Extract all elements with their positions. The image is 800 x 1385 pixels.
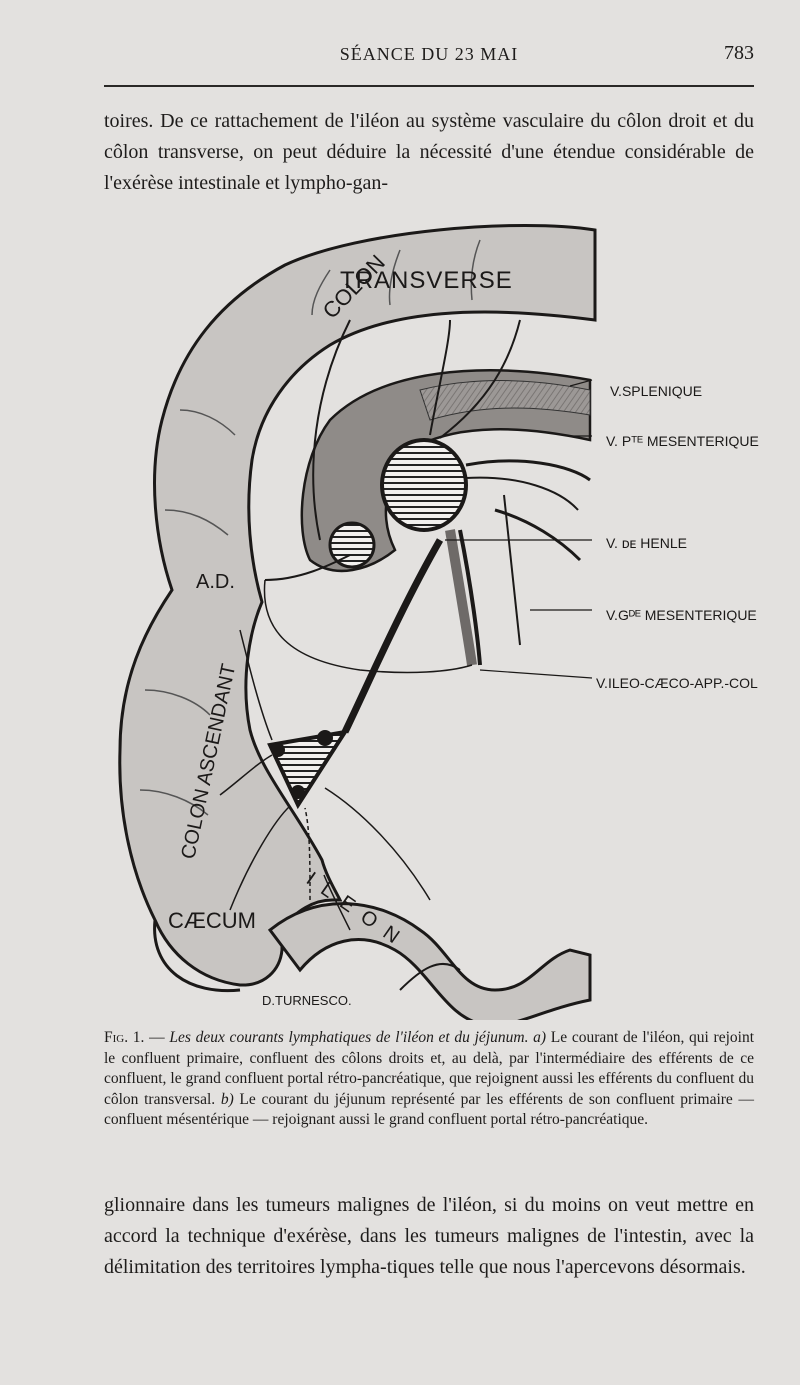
secondary-node: [328, 521, 376, 569]
caption-fig-label: Fig. 1.: [104, 1029, 145, 1046]
caption-a-marker: a): [533, 1029, 547, 1046]
portal-confluent: [380, 438, 468, 532]
colon-shape: [118, 224, 597, 987]
label-caecum: CÆCUM: [168, 908, 256, 933]
figure-caption: Fig. 1. — Les deux courants lymphatiques…: [104, 1028, 754, 1131]
caption-title: Les deux courants lymphatiques de l'iléo…: [169, 1029, 529, 1046]
page-number: 783: [724, 42, 754, 64]
caption-text-a: Le courant de l'iléon, qui rejoint le co…: [104, 1029, 755, 1108]
caption-b-marker: b): [220, 1090, 234, 1108]
label-v-pte-mesenterique: V. Pᵀᴱ MESENTERIQUE: [606, 433, 759, 449]
running-header: SÉANCE DU 23 MAI 783: [104, 40, 754, 72]
figure-illustration: COLON TRANSVERSE COLON ASCENDANT A.D. CÆ…: [118, 224, 759, 1020]
label-v-gde-mesenterique: V.Gᴰᴱ MESENTERIQUE: [606, 607, 757, 623]
primary-confluent: [267, 729, 350, 810]
caption-dash: —: [144, 1029, 170, 1046]
anatomical-figure: COLON TRANSVERSE COLON ASCENDANT A.D. CÆ…: [100, 210, 780, 1020]
label-transverse: TRANSVERSE: [340, 267, 513, 294]
label-v-ileo: V.ILEO-CÆCO-APP.-COL: [596, 675, 758, 691]
top-paragraph: toires. De ce rattachement de l'iléon au…: [104, 110, 754, 194]
caption-text-b: Le courant du jéjunum représenté par les…: [104, 1090, 754, 1129]
label-v-splenique: V.SPLENIQUE: [610, 383, 702, 399]
label-ad: A.D.: [196, 571, 235, 593]
ileon-shape: [267, 902, 592, 1020]
label-v-henle: V. ᴅᴇ HENLE: [606, 535, 687, 551]
header-rule: [104, 85, 754, 87]
bottom-paragraph: glionnaire dans les tumeurs malignes de …: [104, 1194, 754, 1278]
artist-signature: D.TURNESCO.: [262, 993, 352, 1008]
running-title: SÉANCE DU 23 MAI: [339, 44, 519, 64]
